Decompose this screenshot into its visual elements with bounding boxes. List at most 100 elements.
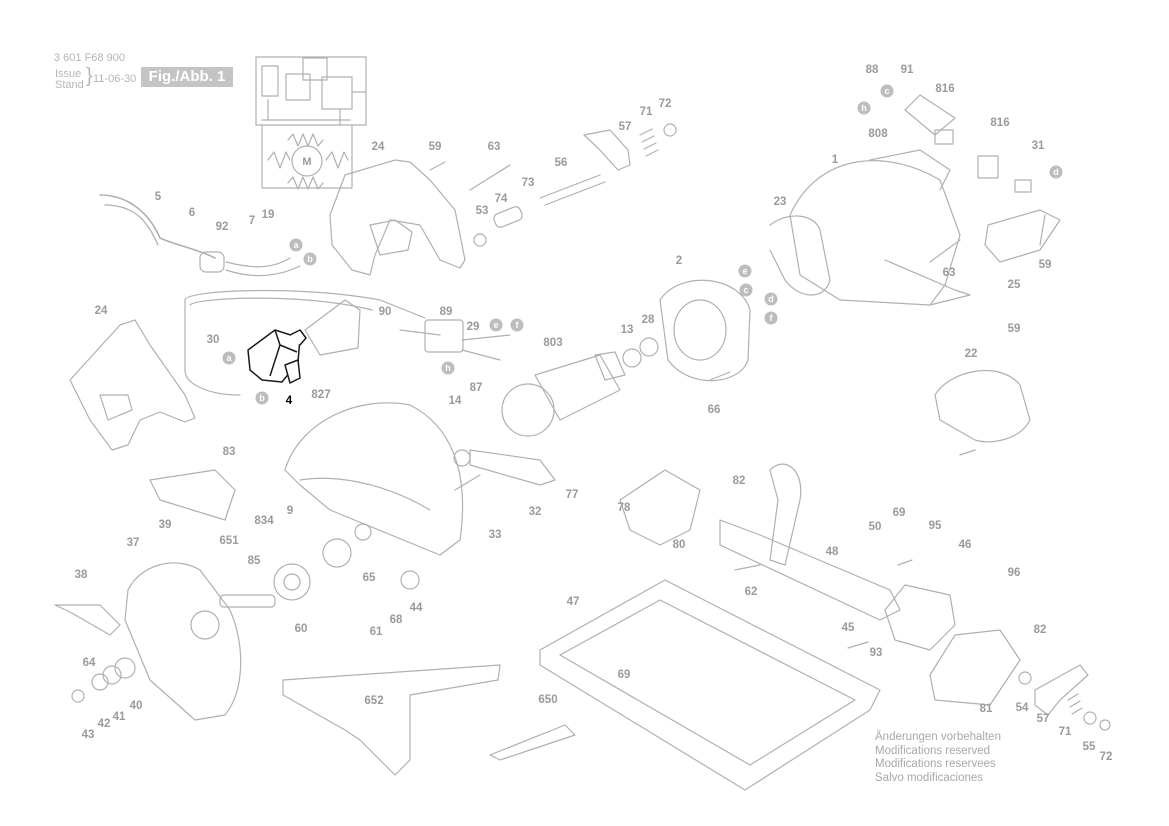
part-label: 89 (440, 306, 453, 318)
part-label: 81 (980, 703, 993, 715)
part-label: 9 (287, 505, 293, 517)
part-label: 73 (522, 177, 535, 189)
part-label: 56 (555, 157, 568, 169)
part-label: 2 (676, 255, 682, 267)
letter-marker-circle (857, 101, 871, 115)
part-label: 69 (893, 507, 906, 519)
part-label: 59 (429, 141, 442, 153)
letter-marker-circle (1049, 165, 1063, 179)
change-notice: Änderungen vorbehalten Modifications res… (875, 731, 1001, 785)
part-label: 32 (529, 506, 542, 518)
part-label: 62 (745, 586, 758, 598)
letter-marker-circle (738, 264, 752, 278)
part-label: 93 (870, 647, 883, 659)
part-label: 68 (390, 614, 403, 626)
part-label: 80 (673, 539, 686, 551)
part-label: 85 (248, 555, 261, 567)
part-number: 3 601 F68 900 (54, 52, 125, 64)
letter-marker: b (303, 252, 317, 266)
letter-marker-circle (764, 311, 778, 325)
letter-marker-text: h (861, 103, 867, 113)
part-label: 55 (1083, 741, 1096, 753)
part-label: 77 (566, 489, 579, 501)
part-label: 38 (75, 569, 88, 581)
part-label: 43 (82, 729, 95, 741)
letter-marker-text: b (259, 393, 265, 403)
part-label: 7 (249, 215, 255, 227)
part-label: 44 (410, 602, 423, 614)
note-line: Modifications reserved (875, 744, 991, 757)
part-label: 24 (95, 305, 108, 317)
letter-marker: f (510, 318, 524, 332)
part-label: 63 (488, 141, 501, 153)
letter-marker-text: h (445, 363, 451, 373)
part-label: 90 (379, 306, 392, 318)
part-label: 71 (1059, 726, 1072, 738)
part-label: 92 (216, 221, 229, 233)
part-label: 61 (370, 626, 383, 638)
part-label: 91 (901, 64, 914, 76)
part-label: 59 (1039, 259, 1052, 271)
letter-marker: a (222, 351, 236, 365)
letter-marker: d (1049, 165, 1063, 179)
part-label: 13 (621, 324, 634, 336)
selected-switch-4 (247, 329, 307, 384)
part-label: 30 (207, 334, 220, 346)
part-label: 651 (219, 535, 239, 547)
letter-marker-text: c (884, 86, 889, 96)
letter-marker-circle (880, 84, 894, 98)
note-line: Salvo modificaciones (875, 771, 984, 784)
part-label: 23 (774, 196, 787, 208)
part-label: 46 (959, 539, 972, 551)
letter-marker-text: d (1053, 167, 1059, 177)
part-label: 41 (113, 711, 126, 723)
part-label: 39 (159, 519, 172, 531)
part-label: 5 (155, 191, 162, 203)
letter-marker-circle (222, 351, 236, 365)
part-label: 96 (1008, 567, 1021, 579)
part-label: 82 (733, 475, 746, 487)
part-label: 66 (708, 404, 721, 416)
letter-marker-circle (303, 252, 317, 266)
figure-label: Fig./Abb. 1 (141, 67, 233, 87)
part-label: 72 (659, 98, 672, 110)
part-label: 88 (866, 64, 879, 76)
letter-marker-text: a (226, 353, 232, 363)
part-label: 82 (1034, 624, 1047, 636)
part-label: 53 (476, 205, 489, 217)
part-label: 50 (869, 521, 882, 533)
letter-marker-text: b (307, 254, 313, 264)
part-label: 37 (127, 537, 140, 549)
part-label: 57 (619, 121, 632, 133)
part-label: 40 (130, 700, 143, 712)
part-label: 652 (364, 695, 383, 707)
part-label: 22 (965, 348, 978, 360)
letter-marker-text: c (743, 285, 748, 295)
part-label: 64 (83, 657, 96, 669)
part-label: 803 (543, 337, 562, 349)
letter-marker-circle (764, 292, 778, 306)
letter-marker: c (880, 84, 894, 98)
part-label: 31 (1032, 140, 1045, 152)
part-label: 69 (618, 669, 631, 681)
selected-part-label: 4 (286, 395, 293, 407)
letter-marker-circle (255, 391, 269, 405)
letter-marker-circle (489, 318, 503, 332)
part-label: 59 (1008, 323, 1021, 335)
part-label: 650 (538, 694, 557, 706)
part-label: 1 (832, 154, 839, 166)
brace: } (86, 65, 93, 87)
part-label: 25 (1008, 279, 1021, 291)
letter-marker: h (441, 361, 455, 375)
letter-marker-text: a (293, 240, 299, 250)
letter-marker: d (764, 292, 778, 306)
part-label: 57 (1037, 713, 1050, 725)
part-label: 14 (449, 395, 462, 407)
letter-marker-text: e (493, 320, 498, 330)
letter-marker: f (764, 311, 778, 325)
part-label: 827 (311, 389, 330, 401)
part-label: 816 (990, 117, 1009, 129)
part-label: 834 (254, 515, 274, 527)
